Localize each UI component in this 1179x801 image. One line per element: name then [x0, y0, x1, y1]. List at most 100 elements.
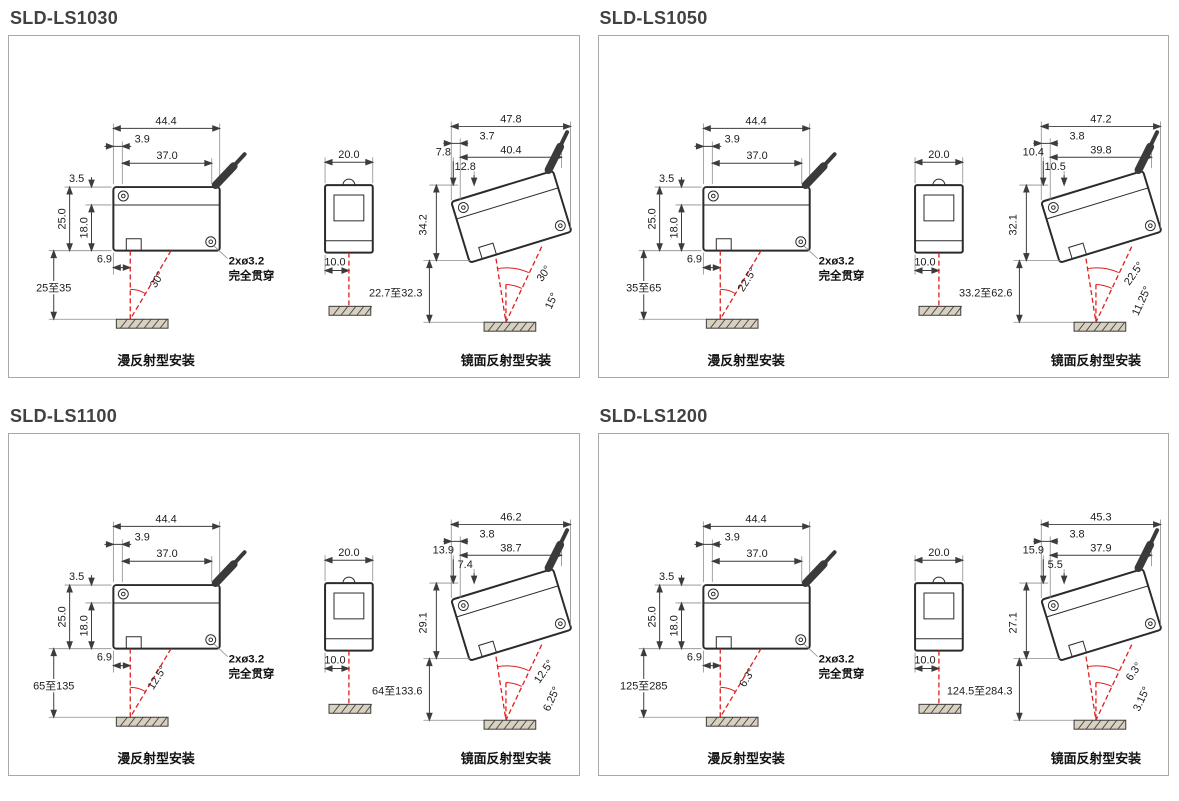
dimension-drawing: 44.4 3.9 37.0 3.5 25.0 18.0 6.9 25至35 30… [34, 113, 572, 368]
dim-line-width [913, 158, 964, 166]
angle-main-label: 30° [535, 264, 554, 284]
target-surface [1073, 321, 1126, 332]
model-title: SLD-LS1050 [599, 8, 708, 28]
dim-line-offset [443, 140, 469, 147]
dim-step-label: 3.5 [69, 571, 84, 583]
dim-line-range [50, 249, 58, 321]
extension-lines [324, 555, 374, 673]
dim-line-inner-width [1048, 153, 1153, 161]
dim-c-label: 29.1 [417, 612, 429, 633]
hole-note-line2: 完全贯穿 [818, 666, 864, 680]
sensor-body [112, 186, 221, 252]
dim-overall-width-label: 44.4 [745, 115, 766, 127]
front-view: 44.4 3.9 37.0 3.5 25.0 18.0 6.9 65至135 1… [31, 513, 274, 766]
dim-b-label: 5.5 [1047, 559, 1062, 571]
dim-step-label: 3.5 [659, 571, 674, 583]
hole-note-line1: 2xø3.2 [229, 653, 265, 665]
angle-label: 6.3° [737, 666, 758, 689]
laser-beams [1084, 246, 1132, 323]
dim-line-step [677, 177, 685, 189]
range-label: 124.5至284.3 [946, 685, 1012, 697]
screw-hole [117, 588, 129, 600]
range-label: 125至285 [620, 680, 667, 692]
dim-width-label: 20.0 [338, 149, 359, 161]
lens-window [478, 242, 498, 260]
angle-arc [130, 686, 146, 692]
laser-beams [495, 246, 543, 323]
model-panel: 44.4 3.9 37.0 3.5 25.0 18.0 6.9 35至65 22… [597, 35, 1169, 378]
model-section-2: SLD-LS1100 [8, 402, 580, 776]
screw-hole [457, 599, 469, 611]
dim-line-width [913, 556, 964, 564]
angle-arc-main [497, 267, 529, 273]
dim-line-c [433, 581, 440, 660]
side-view: 20.0 10.0 [323, 149, 375, 316]
dim-height-label: 25.0 [646, 208, 658, 229]
dim-overall-width-label: 44.4 [155, 513, 176, 525]
dim-line-inner-height [88, 601, 95, 650]
hole-note-line1: 2xø3.2 [818, 256, 854, 268]
target-surface-hatch [119, 318, 168, 329]
dim-inner-width-label: 39.8 [1090, 144, 1111, 156]
sensor-body [701, 186, 811, 252]
screw-hole [554, 220, 566, 232]
dim-height-label: 25.0 [57, 606, 69, 627]
dim-line-c [433, 183, 440, 263]
model-section-1: SLD-LS1050 [597, 4, 1169, 378]
dim-width-label: 20.0 [338, 547, 359, 559]
screw-hole-center [208, 239, 214, 245]
cable-tip [556, 528, 570, 550]
mirror-caption: 镜面反射型安装 [461, 353, 551, 368]
dim-height-label: 25.0 [57, 208, 69, 229]
cable-tip [229, 152, 247, 171]
dim-inner-width-label: 37.0 [156, 548, 177, 560]
tilted-sensor [1040, 130, 1162, 263]
dim-line-overall-width [111, 523, 222, 530]
side-detail [923, 592, 954, 620]
dim-line-height [66, 185, 73, 253]
cable-tip [819, 152, 837, 171]
dim-offset-label: 3.8 [479, 528, 494, 540]
dim-line-overall-width [1039, 521, 1162, 528]
dim-line-inner-height [88, 203, 95, 253]
dim-step-label: 3.5 [659, 173, 674, 185]
model-panel: 44.4 3.9 37.0 3.5 25.0 18.0 6.9 65至135 1… [8, 432, 580, 776]
target-surface [115, 318, 169, 329]
dim-line-offset [104, 540, 132, 548]
dim-offset-label: 3.9 [135, 531, 150, 543]
range-label: 22.7至32.3 [369, 287, 422, 299]
screw-hole-center [1050, 205, 1056, 210]
dim-line-offset [693, 143, 721, 150]
mirror-caption: 镜面反射型安装 [1050, 751, 1140, 766]
screw-hole-center [461, 205, 466, 210]
angle-arc [130, 288, 146, 294]
lens-window [1067, 640, 1087, 658]
screw-hole-center [558, 621, 563, 626]
range-label: 25至35 [36, 282, 71, 294]
dim-c-label: 32.1 [1007, 214, 1019, 235]
hole-note-line1: 2xø3.2 [818, 653, 854, 665]
dim-beam-offset-label: 6.9 [686, 254, 701, 266]
model-section-0: SLD-LS1030 [8, 4, 580, 378]
angle-label: 12.5° [146, 664, 170, 692]
target-surface [1073, 719, 1126, 730]
dim-line-inner-width [458, 153, 564, 161]
target-surface [705, 318, 759, 329]
dim-overall-width-label: 45.3 [1090, 511, 1111, 523]
dim-inner-width-label: 37.9 [1090, 542, 1111, 554]
lens-window [715, 238, 732, 252]
dim-line-step [677, 575, 685, 587]
dim-line-overall-width [701, 523, 811, 530]
dim-line-c [1022, 183, 1030, 263]
sensor-body-detail [1045, 585, 1148, 618]
screw-hole [457, 202, 469, 213]
target-surface [918, 703, 961, 714]
dim-line-inner-width [120, 557, 214, 565]
cable-tip [1146, 130, 1159, 152]
sensor-body [1040, 170, 1162, 263]
target-surface-hatch [487, 719, 536, 730]
screw-hole [1144, 220, 1156, 232]
target-surface-hatch [709, 318, 757, 329]
dimension-drawing: 44.4 3.9 37.0 3.5 25.0 18.0 6.9 125至285 … [618, 511, 1162, 766]
sensor-body-detail [456, 187, 559, 220]
